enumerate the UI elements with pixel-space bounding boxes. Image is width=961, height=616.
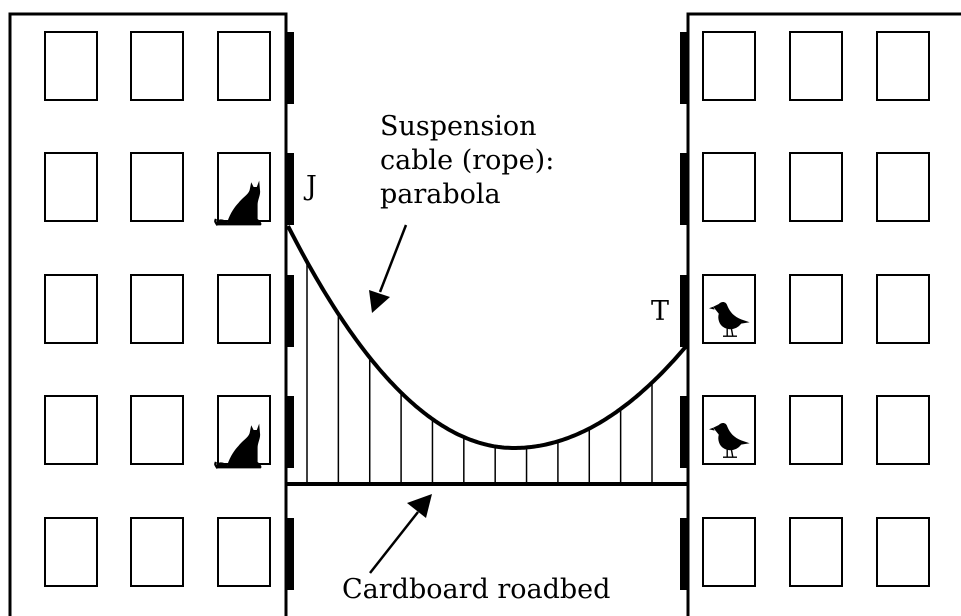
point-t-label: T xyxy=(651,296,669,327)
right-ledge-3 xyxy=(680,275,688,347)
cat-icon xyxy=(214,422,263,470)
right-window-f1-w3 xyxy=(876,31,930,101)
cable-label-line1: Suspension xyxy=(380,111,537,142)
cable-label-line2: cable (rope): xyxy=(380,145,554,176)
right-ledge-2 xyxy=(680,153,688,225)
left-building-outline xyxy=(8,12,288,616)
left-window-f1-w2 xyxy=(130,31,184,101)
right-window-f2-w1 xyxy=(702,152,756,222)
bridge xyxy=(286,225,690,486)
right-building xyxy=(680,12,961,616)
bridge-hangers xyxy=(306,261,653,484)
left-window-f2-w2 xyxy=(130,152,184,222)
right-building-windows xyxy=(702,31,930,587)
left-ledge-1 xyxy=(286,32,294,104)
left-building-ledges xyxy=(286,32,294,590)
left-window-f4-w1 xyxy=(44,395,98,465)
left-window-f3-w2 xyxy=(130,274,184,344)
left-window-f5-w2 xyxy=(130,517,184,587)
left-ledge-4 xyxy=(286,396,294,468)
left-window-f3-w1 xyxy=(44,274,98,344)
right-window-f5-w1 xyxy=(702,517,756,587)
right-window-f2-w3 xyxy=(876,152,930,222)
left-window-f1-w1 xyxy=(44,31,98,101)
right-window-f3-w2 xyxy=(789,274,843,344)
right-window-f3-w3 xyxy=(876,274,930,344)
right-window-f1-w1 xyxy=(702,31,756,101)
left-ledge-3 xyxy=(286,275,294,347)
left-ledge-5 xyxy=(286,518,294,590)
roadbed-label: Cardboard roadbed xyxy=(342,574,610,605)
point-j-label: J xyxy=(303,171,317,202)
suspension-cable xyxy=(286,225,690,450)
right-window-f3-w1 xyxy=(702,274,756,344)
right-ledge-1 xyxy=(680,32,688,104)
left-window-f4-w2 xyxy=(130,395,184,465)
left-window-f1-w3 xyxy=(217,31,271,101)
right-window-f4-w3 xyxy=(876,395,930,465)
right-window-f5-w2 xyxy=(789,517,843,587)
right-window-f1-w2 xyxy=(789,31,843,101)
animals xyxy=(214,179,751,470)
right-window-f2-w2 xyxy=(789,152,843,222)
cable-arrow xyxy=(369,224,408,313)
bird-icon xyxy=(709,301,751,337)
bird-icon xyxy=(709,422,751,458)
left-window-f5-w3 xyxy=(217,517,271,587)
right-ledge-4 xyxy=(680,396,688,468)
roadbed-arrow xyxy=(369,494,432,574)
left-building xyxy=(8,12,294,616)
right-building-ledges xyxy=(680,32,688,590)
left-window-f3-w3 xyxy=(217,274,271,344)
cat-icon xyxy=(214,179,263,227)
left-window-f2-w1 xyxy=(44,152,98,222)
cable-label-line3: parabola xyxy=(380,179,501,210)
right-window-f5-w3 xyxy=(876,517,930,587)
right-window-f4-w2 xyxy=(789,395,843,465)
left-building-windows xyxy=(44,31,271,587)
right-ledge-5 xyxy=(680,518,688,590)
right-window-f4-w1 xyxy=(702,395,756,465)
left-ledge-2 xyxy=(286,153,294,225)
left-window-f5-w1 xyxy=(44,517,98,587)
